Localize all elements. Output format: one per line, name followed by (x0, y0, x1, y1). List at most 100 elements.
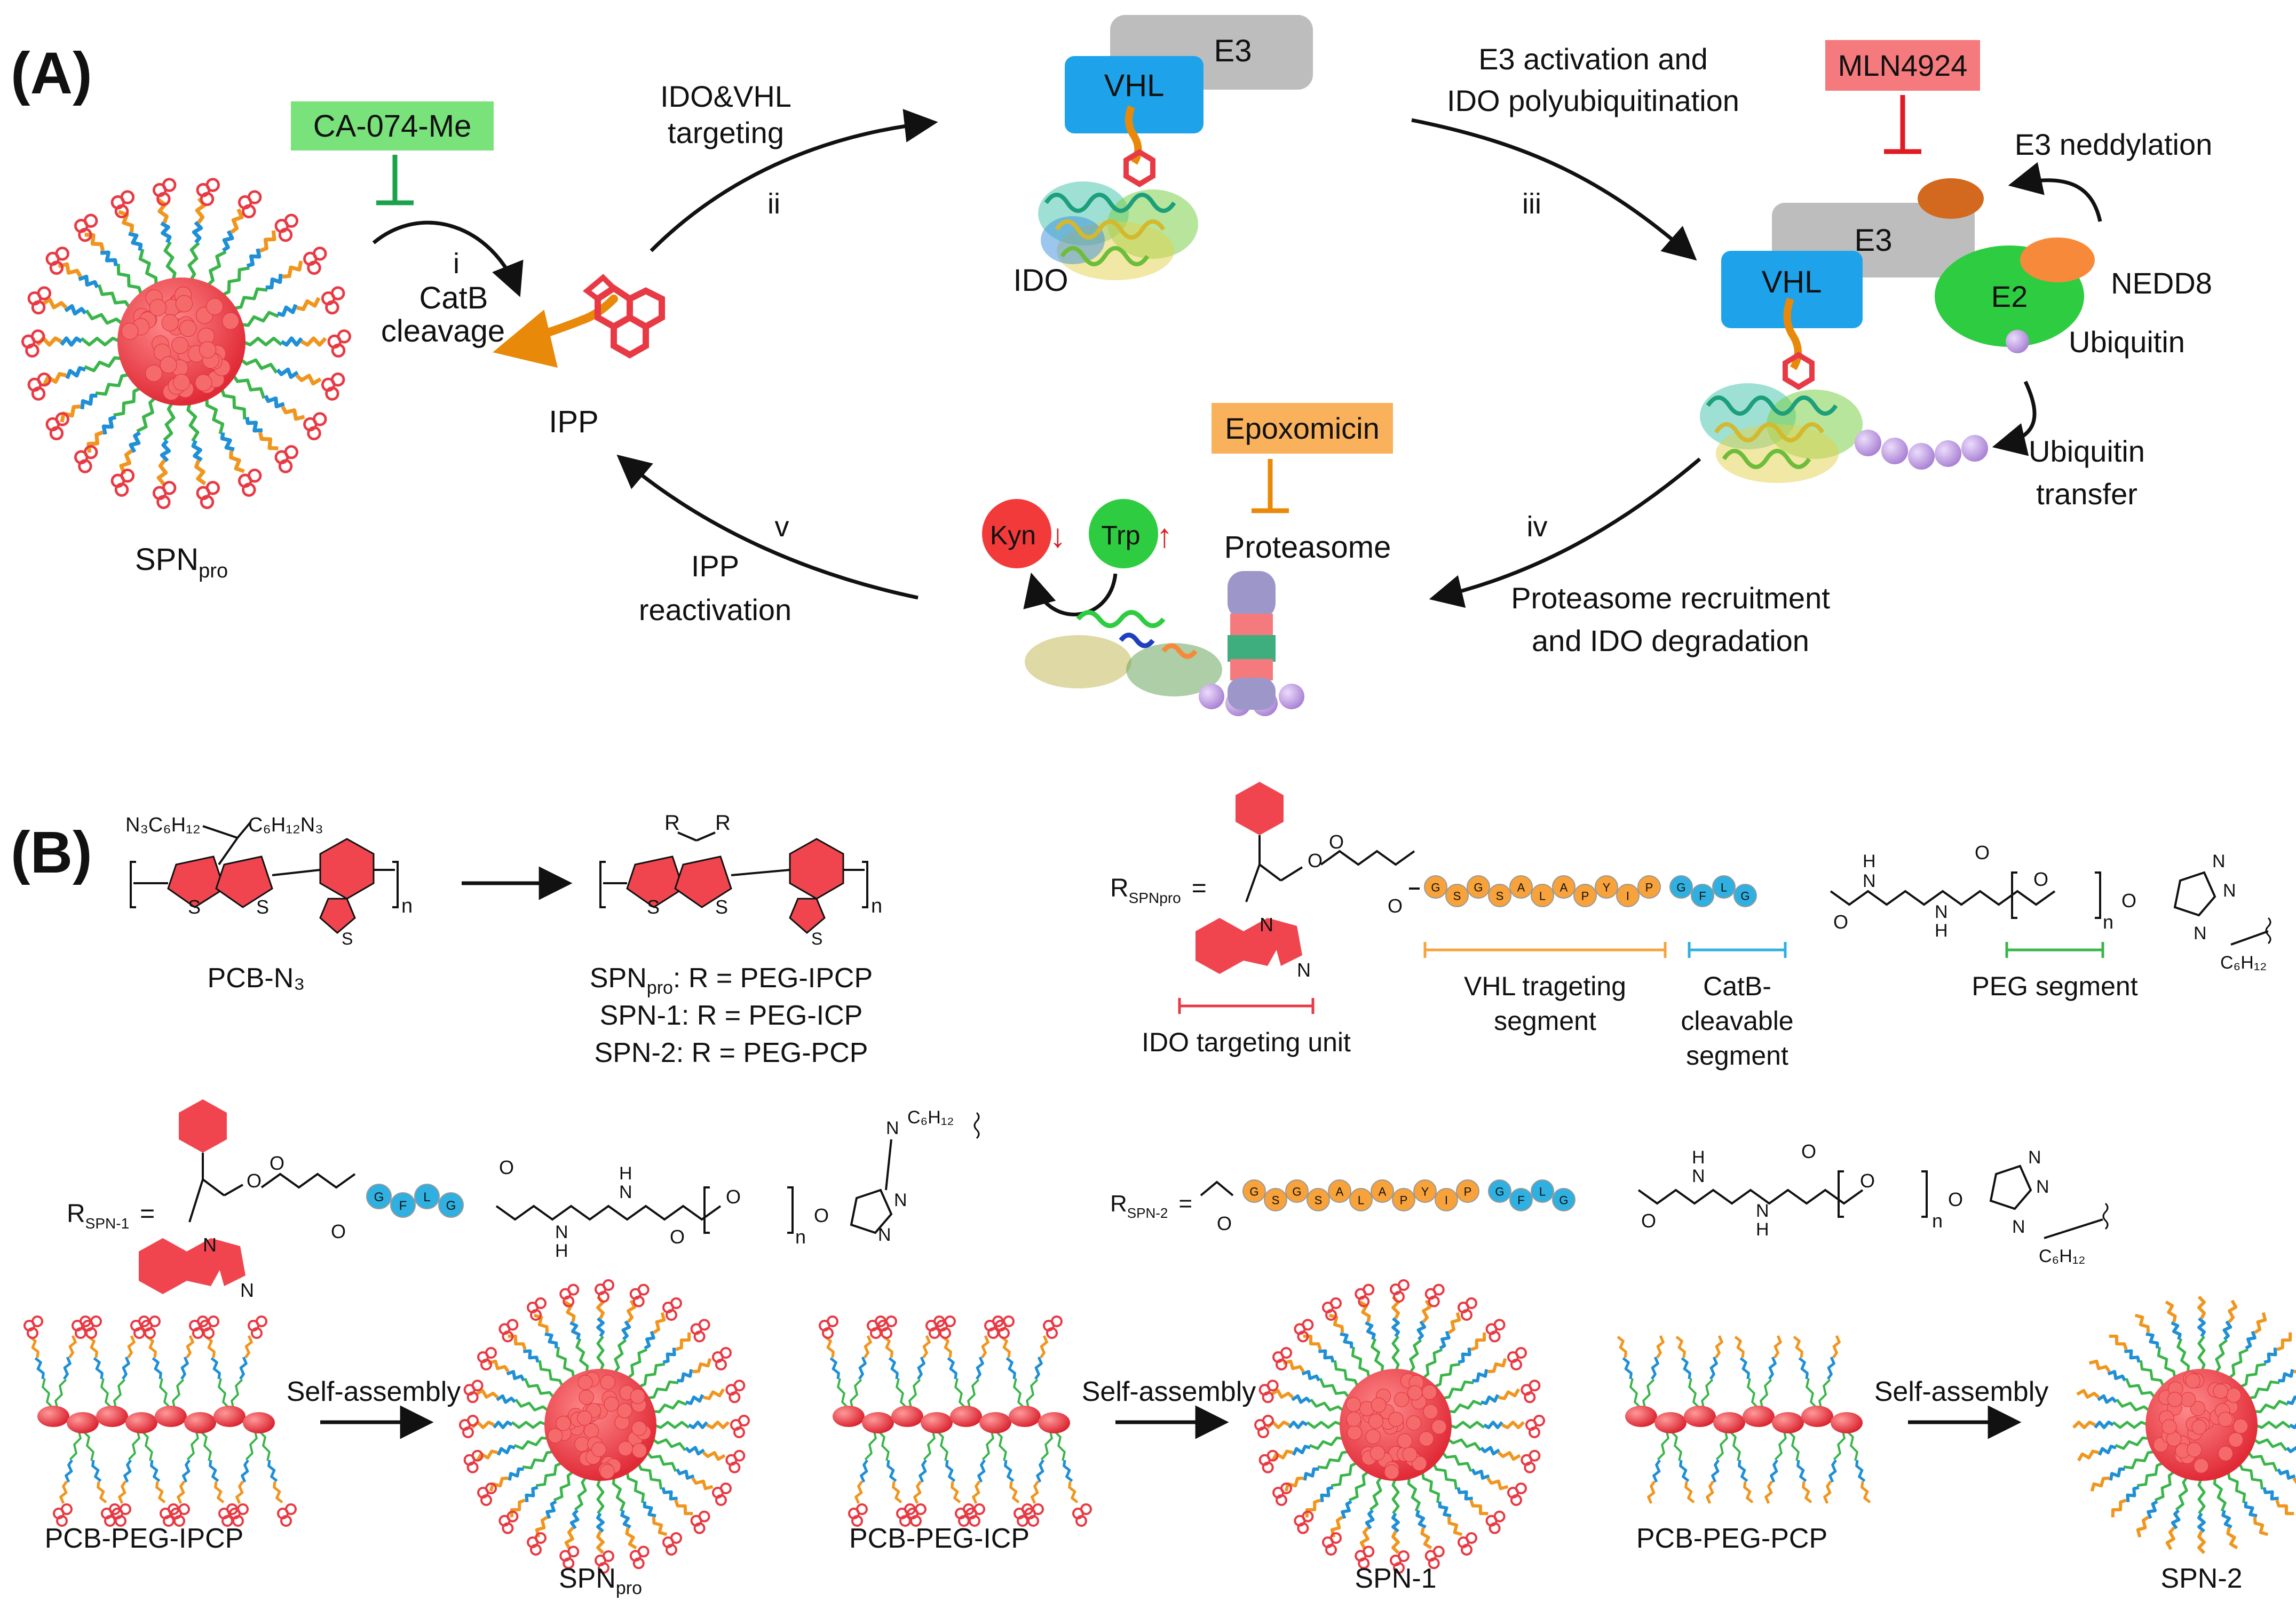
vhl-chain (654, 1313, 664, 1333)
peg-chain (137, 397, 156, 431)
catb-chain (1481, 1395, 1498, 1404)
vhl-chain (120, 1481, 125, 1503)
drug-ring (508, 1320, 517, 1329)
peg-chain (512, 1422, 547, 1428)
polymer-bead (1713, 1412, 1745, 1433)
r-spn1-linker: O N H H N O O n O N N N C₆H₁₂ (496, 1107, 979, 1261)
vhl-chain (237, 1481, 243, 1503)
core-bead (1432, 1420, 1446, 1434)
spn-2-label: SPN-2 (2160, 1563, 2242, 1594)
vhl-chain (703, 1389, 724, 1399)
catb-chain (2148, 1502, 2157, 1519)
vhl-chain (923, 1336, 929, 1358)
peg-chain (1442, 1382, 1474, 1398)
drug-ring (1495, 1512, 1505, 1521)
carbonyl-oxygen: O (1388, 895, 1403, 917)
spn-pro-label-b: SPNpro (559, 1563, 642, 1598)
catb-chain (2173, 1510, 2179, 1528)
core-bead (199, 342, 216, 358)
drug-ring (739, 1416, 749, 1425)
drug-ring (1399, 1280, 1408, 1290)
r-spnpro-linker: O H N N H O O n O N N N C₆H₁₂ (1831, 842, 2270, 973)
vhl-chain (943, 1337, 951, 1358)
drug-ring (338, 331, 350, 343)
peg-segment-label: PEG segment (1972, 971, 2137, 1001)
svg-text:O: O (670, 1226, 685, 1248)
vhl-chain (147, 1337, 155, 1358)
core-bead (1371, 1398, 1385, 1412)
catb-segment-line1: CatB- (1703, 971, 1771, 1001)
vhl-chain (98, 1481, 106, 1502)
vhl-chain (2199, 1532, 2204, 1553)
catb-chain (2199, 1319, 2204, 1337)
svg-text:C₆H₁₂: C₆H₁₂ (2039, 1246, 2086, 1266)
catb-chain (1393, 1513, 1398, 1532)
drug-ring (671, 1298, 681, 1308)
catb-chain (2278, 1469, 2295, 1478)
peg-chain (82, 338, 121, 345)
vhl-chain (1471, 1333, 1484, 1350)
amino-acid-label: F (1699, 889, 1706, 902)
polymer-bead (862, 1412, 894, 1433)
drug-ring (734, 1381, 744, 1390)
drug-ring (886, 1317, 896, 1326)
svg-text:O: O (726, 1186, 741, 1208)
catb-chain (1367, 1510, 1373, 1528)
nedd8-label: NEDD8 (2111, 266, 2212, 300)
catb-chain (193, 441, 202, 460)
core-bead (1419, 1431, 1434, 1446)
core-bead (600, 1464, 614, 1479)
catb-chain (194, 222, 201, 242)
pcb-peg-ipcp-polymer (25, 1317, 296, 1526)
peg-chain (2178, 1339, 2189, 1374)
core-bead (1346, 1397, 1360, 1412)
core-bead (1368, 1414, 1383, 1429)
catb-chain (947, 1460, 955, 1481)
drug-ring (721, 1484, 731, 1493)
amino-acid-label: G (446, 1199, 456, 1213)
amino-acid-label: S (1453, 889, 1461, 902)
drug-ring (249, 470, 260, 481)
catb-chain (948, 1358, 956, 1379)
step-ii-num: ii (767, 188, 780, 220)
spn-pro-nanoparticle-b (460, 1280, 749, 1573)
catb-chain (94, 1358, 102, 1379)
catb-chain (1294, 1446, 1310, 1455)
peg-chain (96, 375, 130, 394)
vhl-chain (952, 1481, 960, 1502)
arrow-neddylation (2015, 180, 2100, 221)
catb-chain (2246, 1502, 2257, 1516)
spn-pro-label: SPNpro (135, 542, 228, 582)
svg-text:S: S (342, 929, 353, 948)
vhl-chain (676, 1500, 693, 1513)
catb-chain (1798, 1460, 1806, 1481)
drug-ring (700, 1320, 709, 1329)
vhl-chain (89, 1337, 97, 1358)
catb-chain (282, 338, 302, 345)
vhl-chain (159, 461, 165, 485)
drug-ring (1364, 1547, 1373, 1556)
r-spnpro-ido-unit: N N O (1195, 782, 1323, 981)
drug-ring (1399, 1551, 1408, 1561)
catb-chain (78, 276, 97, 287)
svg-text:N: N (1260, 914, 1273, 936)
core-bead (2228, 1432, 2243, 1447)
core-bead (584, 1423, 598, 1438)
drug-ring (486, 1348, 496, 1358)
vhl-chain (260, 432, 278, 448)
catb-chain (1318, 1351, 1333, 1362)
svg-text:R: R (664, 811, 680, 835)
vhl-label-right: VHL (1762, 265, 1822, 299)
catb-chain (82, 395, 97, 409)
svg-text:O: O (1801, 1140, 1816, 1162)
step-ii-line2: targeting (668, 116, 784, 149)
step-i-num: i (453, 248, 460, 280)
core-bead (2213, 1384, 2228, 1398)
peg-chain (1318, 1452, 1350, 1468)
catb-chain (161, 223, 170, 242)
amino-acid-label: A (1517, 881, 1525, 894)
e3-label-top: E3 (1214, 34, 1252, 68)
peg-chain (1331, 1463, 1358, 1486)
drug-ring (1052, 1317, 1062, 1326)
amino-acid-label: L (1721, 881, 1727, 894)
